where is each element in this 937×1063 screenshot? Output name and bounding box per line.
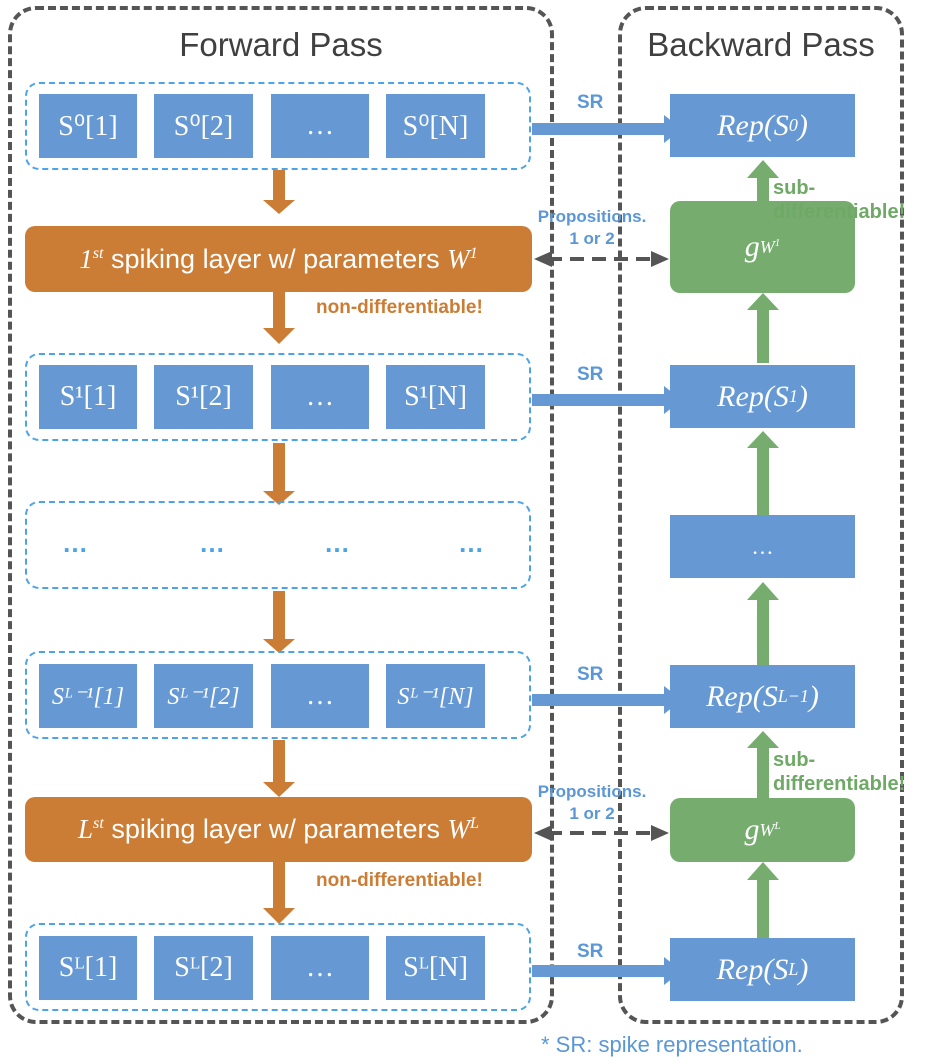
spike-cell: Sᴸ[N] bbox=[386, 936, 485, 1000]
arrow-fwd-1-head bbox=[263, 200, 295, 214]
spike-cell: S⁰[2] bbox=[154, 94, 253, 158]
sr-label: SR bbox=[577, 941, 604, 962]
forward-pass-panel bbox=[8, 6, 554, 1024]
layer-param-sup: L bbox=[469, 814, 479, 832]
arrow-fwd-5-head bbox=[263, 782, 295, 797]
arrow-fwd-4 bbox=[273, 591, 285, 639]
backward-pass-panel bbox=[618, 6, 904, 1024]
spike-cell: S⁰[1] bbox=[39, 94, 137, 158]
arrow-fwd-5 bbox=[273, 740, 285, 782]
non-differentiable-label-1: non-differentiable! bbox=[316, 297, 483, 318]
spiking-layer-1: 1st spiking layer w/ parameters W1 bbox=[25, 226, 532, 292]
layer-text: spiking layer w/ parameters bbox=[103, 243, 448, 274]
sr-label: SR bbox=[577, 92, 604, 113]
spike-cell: … bbox=[271, 365, 369, 429]
layer-index-suffix: st bbox=[92, 243, 104, 262]
arrow-fwd-3 bbox=[273, 443, 285, 491]
spike-cell: S¹[1] bbox=[39, 365, 137, 429]
ellipsis-dots: … bbox=[62, 528, 89, 558]
spike-group-l bbox=[25, 923, 531, 1011]
spike-cell: … bbox=[271, 936, 369, 1000]
spiking-layer-l: Lst spiking layer w/ parameters WL bbox=[25, 797, 532, 862]
spike-cell: Sᴸ[2] bbox=[154, 936, 253, 1000]
backward-pass-title: Backward Pass bbox=[647, 26, 875, 63]
forward-arrows bbox=[263, 170, 295, 924]
rep-ellipsis: … bbox=[670, 515, 855, 578]
spike-cell: S¹[2] bbox=[154, 365, 253, 429]
ellipsis-dots: … bbox=[458, 528, 485, 558]
forward-pass-title: Forward Pass bbox=[179, 26, 383, 63]
non-differentiable-label-l: non-differentiable! bbox=[316, 870, 483, 891]
layer-param: W bbox=[447, 814, 470, 844]
arrow-fwd-2 bbox=[273, 292, 285, 328]
spike-group-l-minus-1 bbox=[25, 651, 531, 739]
layer-index: L bbox=[78, 814, 94, 844]
sub-differentiable-label-1: sub-differentiable! bbox=[773, 177, 906, 223]
ellipsis-dots: … bbox=[324, 528, 351, 558]
spike-cell: Sᴸ[1] bbox=[39, 936, 137, 1000]
footnote: * SR: spike representation. bbox=[541, 1032, 803, 1057]
sr-label: SR bbox=[577, 364, 604, 385]
layer-param: W bbox=[447, 243, 470, 274]
layer-index-suffix: st bbox=[93, 814, 104, 832]
sub-differentiable-label-l: sub-differentiable! bbox=[773, 749, 906, 795]
arrow-fwd-6-head bbox=[263, 908, 295, 924]
arrow-fwd-4-head bbox=[263, 639, 295, 653]
arrow-fwd-3-head bbox=[263, 491, 295, 505]
proposition-arrows bbox=[548, 257, 655, 835]
spike-cell: S¹[N] bbox=[386, 365, 485, 429]
spike-group-0 bbox=[25, 82, 531, 170]
spike-cell: … bbox=[271, 664, 369, 728]
arrow-fwd-2-head bbox=[263, 328, 295, 344]
propositions-label-1: Propositions.1 or 2 bbox=[537, 207, 647, 248]
proposition-arrowheads bbox=[534, 251, 669, 841]
spike-cell: S⁰[N] bbox=[386, 94, 485, 158]
sr-arrows bbox=[532, 115, 682, 985]
sr-label: SR bbox=[577, 664, 604, 685]
propositions-label-l: Propositions.1 or 2 bbox=[537, 782, 647, 823]
backward-arrows bbox=[747, 160, 779, 938]
spike-cell: Sᴸ⁻¹[2] bbox=[154, 664, 253, 728]
spike-cell: Sᴸ⁻¹[N] bbox=[386, 664, 485, 728]
layer-index: 1 bbox=[79, 243, 93, 274]
arrow-fwd-1 bbox=[273, 170, 285, 200]
spike-cell: Sᴸ⁻¹[1] bbox=[39, 664, 137, 728]
spike-cell: … bbox=[271, 94, 369, 158]
layer-text: spiking layer w/ parameters bbox=[103, 814, 448, 844]
ellipsis-dots: … bbox=[199, 528, 226, 558]
layer-param-sup: 1 bbox=[469, 243, 478, 262]
spike-group-ellipsis bbox=[25, 501, 531, 589]
spike-group-1 bbox=[25, 353, 531, 441]
arrow-fwd-6 bbox=[273, 862, 285, 908]
